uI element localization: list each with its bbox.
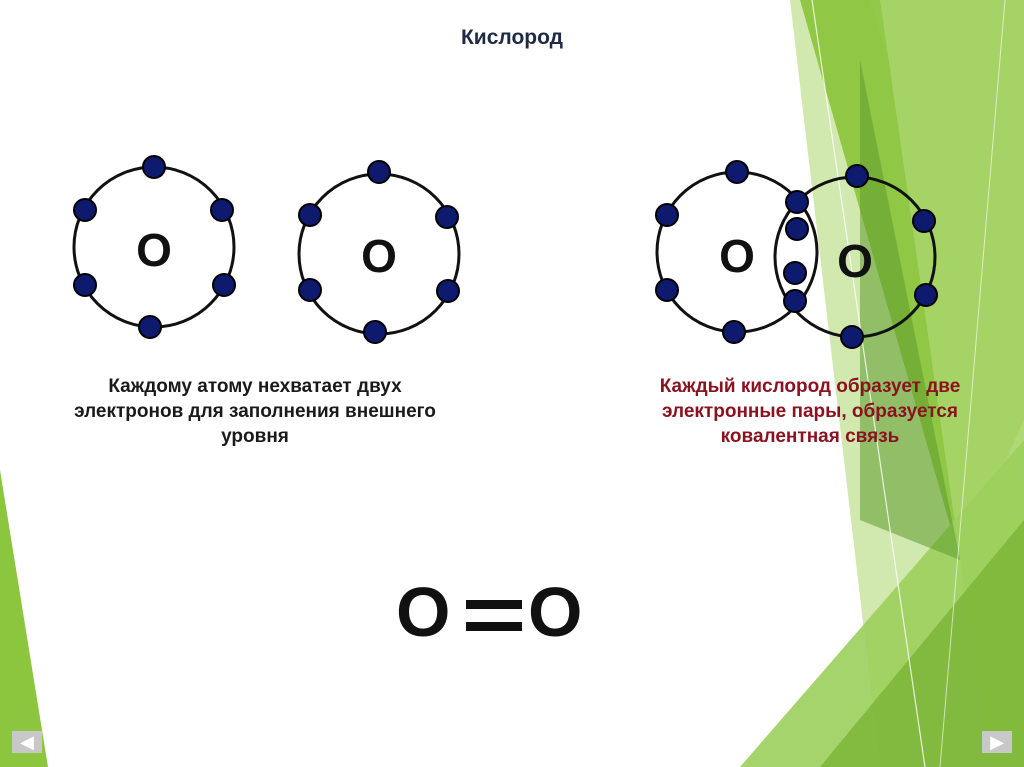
deco-line-2 [939, 0, 1006, 767]
electron [725, 160, 749, 184]
deco-line-1 [811, 0, 926, 767]
electron [138, 315, 162, 339]
electron [912, 209, 936, 233]
electron [367, 160, 391, 184]
caption-missing-electrons: Каждому атому нехватает двух электронов … [74, 376, 436, 447]
deco-shape-6 [860, 60, 960, 560]
deco-shape-5 [820, 520, 1024, 767]
atom-left-1: O [72, 155, 236, 339]
atom-symbol: O [719, 230, 755, 282]
atom-left-2: O [297, 160, 461, 344]
electron [914, 283, 938, 307]
electron [73, 273, 97, 297]
structural-formula: O O [388, 570, 588, 660]
deco-shape-7 [0, 470, 48, 767]
electron [655, 278, 679, 302]
electron [722, 320, 746, 344]
next-slide-button[interactable]: ▶ [982, 731, 1012, 753]
electron [655, 203, 679, 227]
electron [363, 320, 387, 344]
shared-electron [783, 261, 807, 285]
atom-right-2: O [773, 164, 938, 349]
arrow-left-icon: ◀ [20, 732, 34, 752]
atom-right-1: O [655, 160, 819, 344]
electron [73, 198, 97, 222]
arrow-right-icon: ▶ [990, 732, 1004, 752]
formula-atom-right: O [528, 573, 583, 651]
electron [845, 164, 869, 188]
shared-electron [785, 217, 809, 241]
electron [298, 278, 322, 302]
caption-covalent-bond: Каждый кислород образует две электронные… [659, 376, 961, 447]
double-bond-line-2 [466, 622, 522, 631]
atom-symbol: O [837, 235, 873, 287]
shared-electron [785, 190, 809, 214]
atom-symbol: O [361, 230, 397, 282]
shared-electron-pairs [783, 190, 809, 313]
electron [212, 273, 236, 297]
electron [298, 203, 322, 227]
slide-title: Кислород [460, 26, 563, 49]
electron [436, 279, 460, 303]
atom-symbol: O [136, 224, 172, 276]
electron [840, 325, 864, 349]
formula-atom-left: O [396, 573, 451, 651]
electron [142, 155, 166, 179]
electron [435, 205, 459, 229]
electron [210, 198, 234, 222]
shared-electron [783, 289, 807, 313]
prev-slide-button[interactable]: ◀ [12, 731, 42, 753]
double-bond-line-1 [466, 600, 522, 609]
